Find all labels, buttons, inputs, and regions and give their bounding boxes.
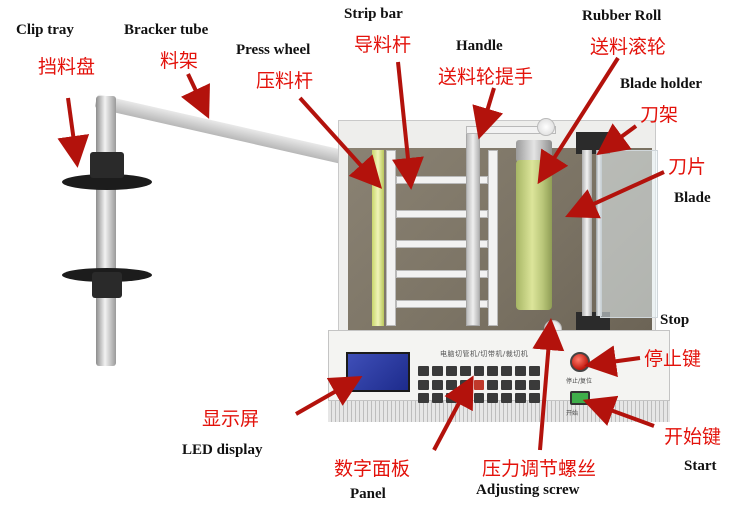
key[interactable]	[459, 366, 471, 376]
key[interactable]	[515, 366, 527, 376]
label-rubber-roll-zh: 送料滚轮	[590, 36, 667, 58]
label-handle-en: Handle	[456, 38, 503, 54]
strip-bar-rung-5	[396, 300, 488, 308]
label-clip-tray-zh: 挡料盘	[38, 56, 96, 78]
label-strip-bar-zh: 导料杆	[354, 34, 412, 56]
key[interactable]	[431, 366, 443, 376]
strip-bar-right-post	[488, 150, 498, 326]
panel-title: 电脑切管机/切带机/裁切机	[440, 350, 529, 358]
key[interactable]	[431, 393, 443, 404]
key[interactable]	[529, 366, 540, 376]
clip-tray-hub-bottom	[92, 272, 122, 298]
key[interactable]	[487, 379, 499, 390]
label-start-en: Start	[684, 458, 717, 474]
clip-tray-hub-top	[90, 152, 124, 178]
key[interactable]	[445, 393, 457, 404]
label-led-display-zh: 显示屏	[202, 408, 260, 430]
strip-bar-rung-3	[396, 240, 488, 248]
label-stop-en: Stop	[660, 312, 690, 328]
key[interactable]	[515, 393, 527, 404]
label-strip-bar-en: Strip bar	[344, 6, 403, 22]
key[interactable]	[501, 393, 513, 404]
start-button[interactable]	[570, 391, 590, 405]
clip-tray-disc-top	[62, 174, 152, 190]
key[interactable]	[418, 379, 429, 390]
stop-button-label: 停止/复位	[566, 378, 593, 385]
key[interactable]	[459, 379, 471, 390]
rubber-roll-cap	[516, 140, 552, 162]
key[interactable]	[418, 366, 429, 376]
label-blade-en: Blade	[674, 190, 711, 206]
key[interactable]	[487, 393, 499, 404]
key[interactable]	[418, 393, 429, 404]
led-display	[346, 352, 410, 392]
bracket-tube	[94, 94, 354, 166]
key[interactable]	[501, 379, 513, 390]
label-panel-zh: 数字面板	[334, 458, 411, 480]
key[interactable]	[445, 366, 457, 376]
key[interactable]	[529, 379, 540, 390]
key-red[interactable]	[473, 379, 485, 390]
strip-bar-rung-4	[396, 270, 488, 278]
label-clip-tray-en: Clip tray	[16, 22, 74, 38]
stand-pole	[96, 96, 116, 366]
key[interactable]	[431, 379, 443, 390]
label-panel-en: Panel	[350, 486, 386, 502]
stop-button[interactable]	[570, 352, 590, 372]
label-bracket-tube-en: Bracker tube	[124, 22, 209, 38]
blade	[596, 150, 602, 316]
adjusting-screw-knob-top[interactable]	[537, 118, 555, 136]
numeric-keypad	[418, 366, 540, 404]
arrow-clip-tray	[57, 97, 90, 168]
key[interactable]	[529, 393, 540, 404]
strip-bar-rung-2	[396, 210, 488, 218]
press-wheel	[372, 150, 384, 326]
label-adjusting-screw-en: Adjusting screw	[476, 482, 580, 498]
label-rubber-roll-en: Rubber Roll	[582, 8, 662, 24]
key[interactable]	[445, 379, 457, 390]
label-led-display-en: LED display	[182, 442, 263, 458]
key[interactable]	[515, 379, 527, 390]
label-press-wheel-zh: 压料杆	[256, 70, 314, 92]
key[interactable]	[501, 366, 513, 376]
label-stop-zh: 停止键	[644, 348, 702, 370]
label-blade-holder-en: Blade holder	[620, 76, 703, 92]
label-blade-zh: 刀片	[668, 156, 707, 178]
key[interactable]	[459, 393, 471, 404]
arrow-bracket-tube	[181, 73, 210, 119]
strip-bar-left-post	[386, 150, 396, 326]
label-handle-zh: 送料轮提手	[438, 66, 534, 88]
label-start-zh: 开始键	[664, 426, 722, 448]
blade-guard-glass	[600, 150, 658, 318]
key[interactable]	[473, 366, 485, 376]
label-press-wheel-en: Press wheel	[236, 42, 311, 58]
label-blade-holder-zh: 刀架	[640, 104, 679, 126]
label-bracket-tube-zh: 料架	[160, 50, 199, 72]
key[interactable]	[473, 393, 485, 404]
label-adjusting-screw-zh: 压力调节螺丝	[482, 458, 597, 480]
rubber-roll	[516, 160, 552, 310]
start-button-label: 开始	[566, 410, 579, 417]
feed-wheel-handle[interactable]	[466, 126, 480, 326]
blade-guide-post	[582, 150, 592, 316]
key[interactable]	[487, 366, 499, 376]
